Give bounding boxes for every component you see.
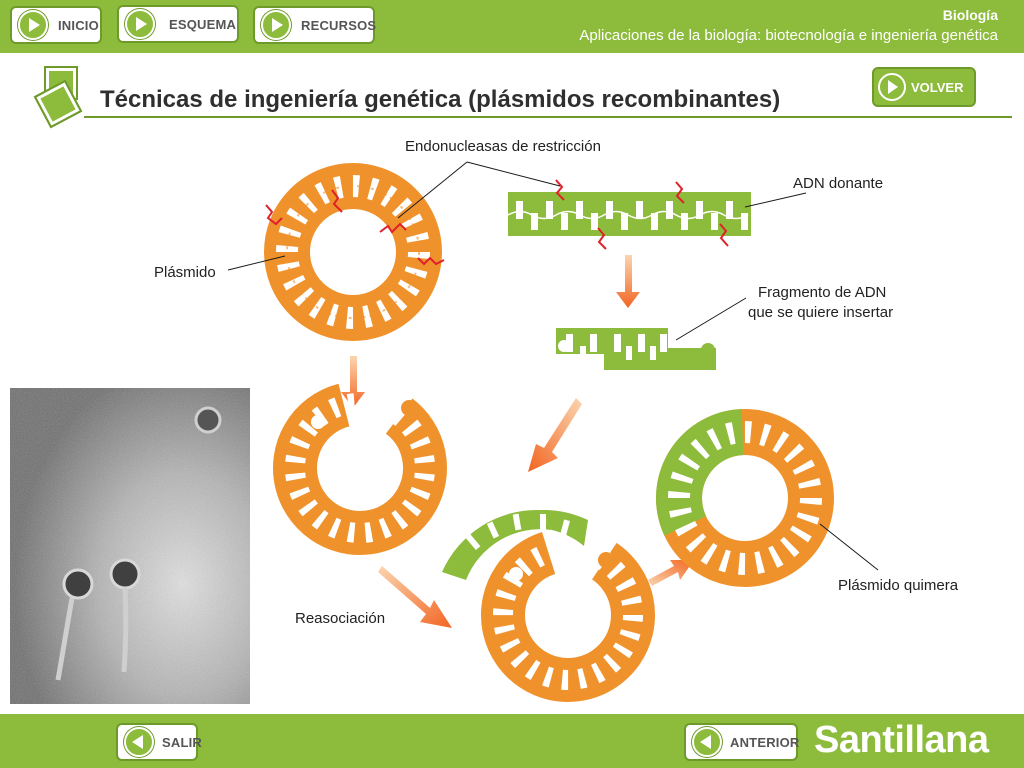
salir-button[interactable]: SALIR bbox=[116, 723, 202, 761]
unit-subtitle: Aplicaciones de la biología: biotecnolog… bbox=[579, 27, 998, 44]
step-arrow-icon bbox=[341, 356, 365, 408]
fragmento-label-line1: Fragmento de ADN bbox=[758, 284, 887, 301]
page-title: Técnicas de ingeniería genética (plásmid… bbox=[100, 86, 781, 113]
cut-mark-icon bbox=[555, 179, 565, 201]
step-arrow-icon bbox=[616, 255, 640, 308]
play-icon bbox=[261, 10, 291, 40]
santillana-logo: Santillana bbox=[814, 719, 989, 761]
cut-mark-icon bbox=[265, 204, 283, 226]
salir-label: SALIR bbox=[162, 734, 202, 750]
subject-label: Biología bbox=[942, 7, 998, 23]
reasociacion-label: Reasociación bbox=[295, 610, 386, 627]
play-icon bbox=[878, 73, 906, 101]
plasmido-label: Plásmido bbox=[154, 264, 216, 281]
green-insert bbox=[442, 509, 552, 580]
title-underline bbox=[84, 116, 1012, 118]
step-arrow-icon bbox=[378, 566, 452, 628]
recursos-label: RECURSOS bbox=[301, 17, 377, 33]
endonucleasas-label: Endonucleasas de restricción bbox=[405, 138, 601, 155]
open-plasmid bbox=[273, 381, 447, 555]
esquema-label: ESQUEMA bbox=[169, 16, 237, 32]
adn-donante-label: ADN donante bbox=[793, 175, 884, 192]
inicio-label: INICIO bbox=[58, 17, 99, 33]
anterior-label: ANTERIOR bbox=[730, 734, 800, 750]
volver-button[interactable]: VOLVER bbox=[872, 67, 976, 107]
back-arrow-icon bbox=[692, 727, 722, 757]
fragmento-label-line2: que se quiere insertar bbox=[748, 304, 894, 321]
step-arrow-icon bbox=[528, 398, 582, 472]
inicio-button[interactable]: INICIO bbox=[10, 6, 102, 44]
back-arrow-icon bbox=[124, 727, 154, 757]
step-arrow-icon bbox=[648, 560, 694, 586]
cut-mark-icon bbox=[379, 222, 407, 234]
recursos-button[interactable]: RECURSOS bbox=[253, 6, 377, 44]
cut-mark-icon bbox=[417, 256, 445, 266]
esquema-button[interactable]: ESQUEMA bbox=[117, 5, 239, 43]
play-icon bbox=[125, 9, 155, 39]
volver-label: VOLVER bbox=[911, 79, 964, 95]
micrograph-image bbox=[10, 388, 250, 704]
cut-mark-icon bbox=[719, 223, 729, 247]
play-icon bbox=[18, 10, 48, 40]
cut-mark-icon bbox=[331, 189, 343, 213]
cut-mark-icon bbox=[597, 227, 607, 250]
plasmido-quimera-label: Plásmido quimera bbox=[838, 577, 959, 594]
cut-mark-icon bbox=[675, 181, 685, 204]
anterior-button[interactable]: ANTERIOR bbox=[684, 723, 800, 761]
